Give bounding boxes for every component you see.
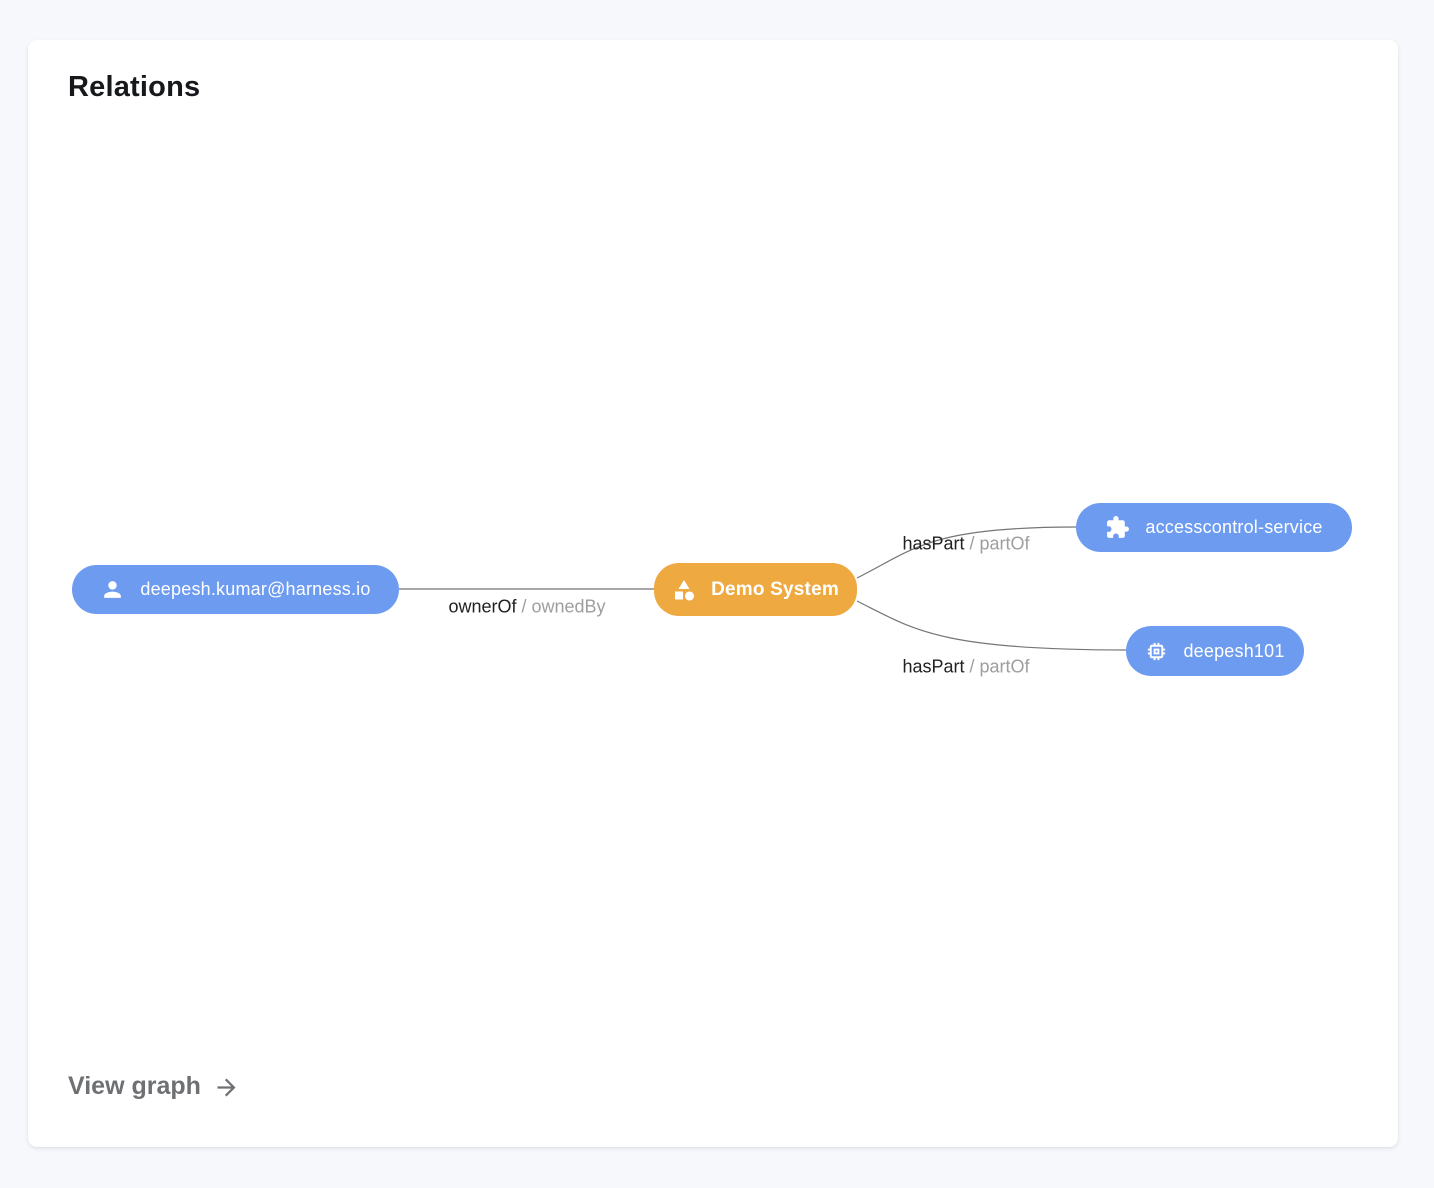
edge-label-separator: /	[969, 656, 975, 677]
edge-label-primary: hasPart	[902, 656, 965, 677]
entity-node-label: accesscontrol-service	[1145, 517, 1323, 537]
person-icon	[100, 577, 125, 602]
edge-label-primary: ownerOf	[448, 596, 517, 617]
edge-label-primary: hasPart	[902, 533, 965, 554]
relations-graph: deepesh.kumar@harness.io Demo System acc…	[28, 40, 1398, 1147]
view-graph-label: View graph	[68, 1072, 201, 1100]
edge-label-haspart-component: hasPart/partOf	[902, 657, 1029, 678]
entity-node-user[interactable]: deepesh.kumar@harness.io	[72, 565, 399, 614]
edge-label-secondary: ownedBy	[531, 596, 606, 617]
edge-haspart-component	[856, 600, 1127, 651]
relations-card: Relations deepesh.kumar@harness.io Demo	[28, 40, 1398, 1147]
category-icon	[672, 578, 696, 602]
arrow-right-icon	[217, 1078, 236, 1097]
entity-node-label: deepesh101	[1183, 640, 1285, 661]
entity-node-label: Demo System	[711, 578, 839, 600]
memory-icon	[1145, 640, 1168, 663]
card-title: Relations	[68, 71, 201, 103]
edge-label-secondary: partOf	[979, 656, 1030, 677]
entity-node-service[interactable]: accesscontrol-service	[1076, 503, 1352, 552]
edge-label-secondary: partOf	[979, 533, 1030, 554]
entity-node-system[interactable]: Demo System	[654, 563, 857, 616]
entity-node-component[interactable]: deepesh101	[1126, 626, 1304, 676]
extension-icon	[1105, 515, 1130, 540]
edge-label-separator: /	[969, 533, 975, 554]
entity-node-label: deepesh.kumar@harness.io	[140, 579, 371, 599]
view-graph-link[interactable]: View graph	[68, 1072, 240, 1101]
edge-label-haspart-service: hasPart/partOf	[902, 534, 1029, 555]
edge-label-ownerof: ownerOf/ownedBy	[448, 597, 605, 618]
edge-label-separator: /	[521, 596, 527, 617]
